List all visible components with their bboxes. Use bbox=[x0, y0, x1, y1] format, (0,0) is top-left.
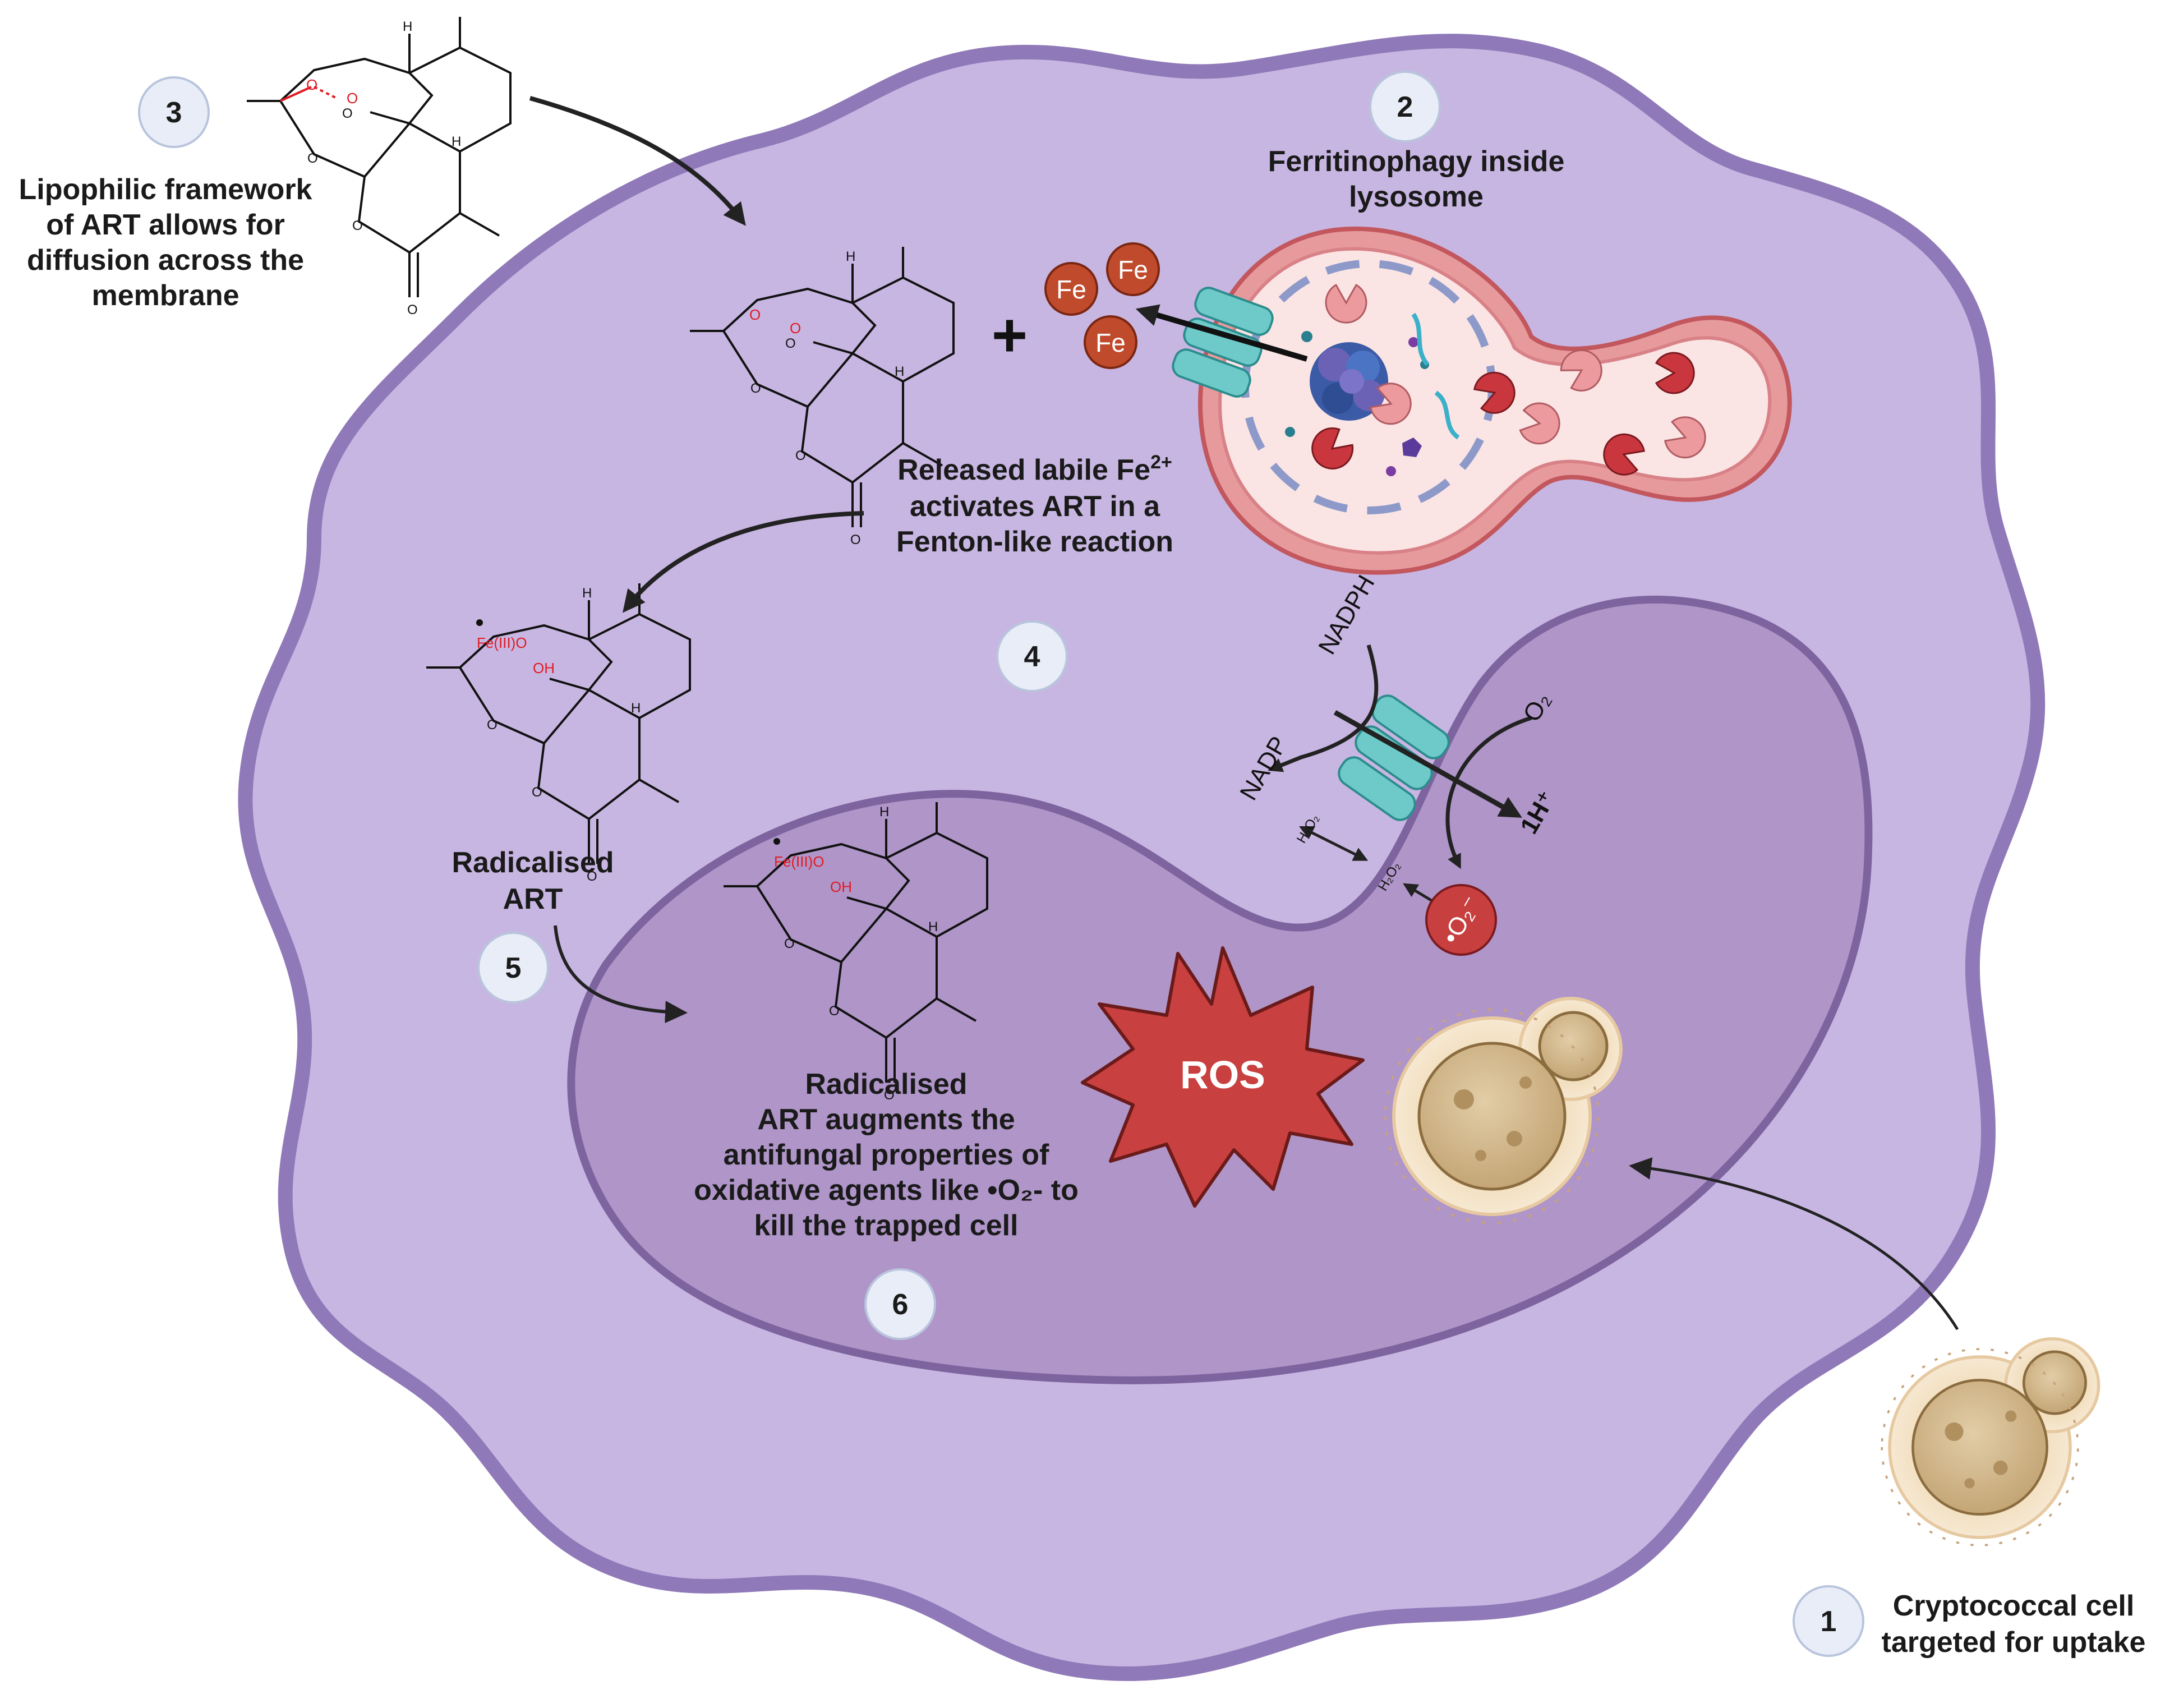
svg-text:2: 2 bbox=[1397, 91, 1413, 123]
iron-export-channel bbox=[1135, 287, 1308, 398]
svg-text:Fe(III)O: Fe(III)O bbox=[774, 853, 824, 870]
iron-ion: Fe bbox=[1084, 315, 1137, 369]
ferritin-cluster bbox=[1310, 342, 1388, 421]
svg-text:5: 5 bbox=[505, 952, 522, 984]
plus-sign: + bbox=[992, 301, 1028, 370]
cryptococcal-cell-outside bbox=[1881, 1337, 2100, 1546]
svg-text:Fe: Fe bbox=[1095, 328, 1126, 357]
svg-text:Lipophilic framework: Lipophilic framework bbox=[19, 173, 312, 206]
svg-text:O: O bbox=[342, 106, 353, 121]
svg-text:Radicalised: Radicalised bbox=[452, 846, 614, 879]
svg-text:1: 1 bbox=[1821, 1605, 1837, 1638]
svg-text:Released labile Fe2+: Released labile Fe2+ bbox=[897, 452, 1172, 486]
svg-text:ART augments the: ART augments the bbox=[757, 1103, 1015, 1136]
svg-text:Fe: Fe bbox=[1118, 255, 1148, 284]
svg-text:oxidative agents like •O₂- to: oxidative agents like •O₂- to bbox=[694, 1174, 1079, 1207]
arrow-activation bbox=[622, 511, 864, 613]
svg-text:Radicalised: Radicalised bbox=[805, 1068, 967, 1101]
svg-text:O: O bbox=[347, 90, 358, 107]
radicalised-art-molecule: Fe(III)O OH bbox=[425, 582, 691, 885]
step-4-label: Released labile Fe2+ activates ART in a … bbox=[896, 452, 1173, 558]
radicalised-art-in-phagosome: Fe(III)O OH bbox=[722, 801, 988, 1104]
svg-text:antifungal properties of: antifungal properties of bbox=[724, 1139, 1049, 1171]
svg-text:targeted for uptake: targeted for uptake bbox=[1882, 1626, 2146, 1659]
step-1-label: Cryptococcal cell targeted for uptake bbox=[1882, 1590, 2146, 1659]
svg-text:O: O bbox=[306, 76, 317, 93]
svg-text:lysosome: lysosome bbox=[1349, 181, 1484, 213]
iron-ion: Fe bbox=[1106, 242, 1160, 296]
svg-text:Cryptococcal cell: Cryptococcal cell bbox=[1893, 1590, 2135, 1622]
step-5-label: Radicalised ART bbox=[452, 846, 614, 915]
svg-text:O: O bbox=[785, 336, 796, 351]
svg-text:kill the trapped cell: kill the trapped cell bbox=[754, 1209, 1018, 1242]
svg-text:OH: OH bbox=[533, 660, 555, 676]
step-badge-2: 2 bbox=[1369, 71, 1441, 142]
arrow-diffusion bbox=[529, 96, 746, 226]
svg-text:OH: OH bbox=[830, 878, 852, 895]
step-badge-4: 4 bbox=[996, 620, 1068, 692]
step-badge-1: 1 bbox=[1793, 1585, 1864, 1657]
svg-text:membrane: membrane bbox=[92, 279, 239, 312]
svg-text:Ferritinophagy inside: Ferritinophagy inside bbox=[1268, 145, 1565, 178]
svg-text:ROS: ROS bbox=[1180, 1053, 1265, 1097]
arrow-to-phagosome bbox=[554, 925, 688, 1024]
step-badge-5: 5 bbox=[477, 932, 549, 1003]
step-6-label: Radicalised ART augments the antifungal … bbox=[694, 1068, 1079, 1242]
iron-ion: Fe bbox=[1044, 262, 1098, 316]
artemisinin-molecule-outside: O O O bbox=[246, 16, 512, 319]
svg-text:4: 4 bbox=[1024, 641, 1040, 673]
artemisinin-molecule-inside: O O O bbox=[689, 246, 955, 549]
nadph-oxidase bbox=[1268, 644, 1532, 905]
svg-text:O: O bbox=[749, 306, 761, 323]
svg-text:diffusion across the: diffusion across the bbox=[27, 244, 304, 277]
svg-text:6: 6 bbox=[892, 1288, 909, 1321]
svg-text:Fe: Fe bbox=[1056, 275, 1086, 304]
arrow-uptake bbox=[1629, 1157, 1959, 1331]
step-3-label: Lipophilic framework of ART allows for d… bbox=[19, 173, 312, 312]
cryptococcal-cell-trapped bbox=[1384, 997, 1623, 1224]
svg-text:Fe(III)O: Fe(III)O bbox=[477, 634, 527, 651]
svg-text:3: 3 bbox=[166, 96, 182, 129]
svg-text:ART: ART bbox=[503, 883, 563, 915]
ros-burst: ROS bbox=[1081, 946, 1365, 1208]
svg-text:O: O bbox=[790, 320, 801, 337]
svg-text:activates ART in a: activates ART in a bbox=[910, 490, 1160, 523]
step-badge-6: 6 bbox=[864, 1268, 936, 1340]
svg-text:of ART allows for: of ART allows for bbox=[46, 209, 285, 241]
superoxide-radical: •O₂⁻ bbox=[1425, 884, 1497, 956]
lysosome bbox=[1197, 227, 1792, 575]
step-2-label: Ferritinophagy inside lysosome bbox=[1268, 145, 1565, 213]
step-badge-3: 3 bbox=[138, 76, 210, 148]
svg-text:Fenton-like reaction: Fenton-like reaction bbox=[896, 526, 1173, 558]
